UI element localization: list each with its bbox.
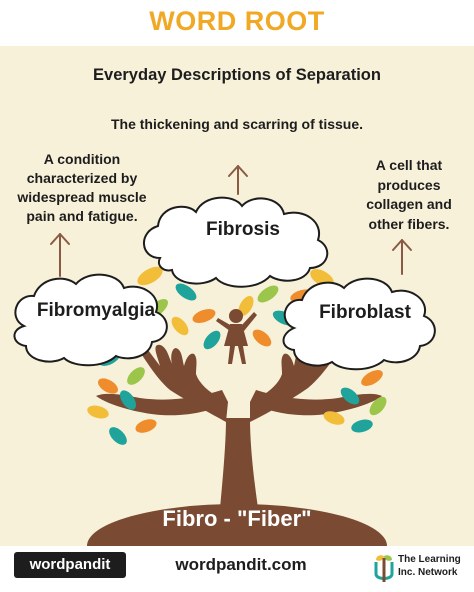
definition-line: A condition xyxy=(43,151,121,167)
header: WORD ROOT xyxy=(0,0,474,46)
leaf-icon xyxy=(203,330,221,350)
definition-line: characterized by xyxy=(26,170,138,186)
definition-fibrosis: The thickening and scarring of tissue. xyxy=(110,116,364,132)
network-line: The Learning xyxy=(398,554,461,565)
root-label: Fibro - "Fiber" xyxy=(162,506,312,531)
leaf-icon xyxy=(87,405,109,419)
tree-illustration xyxy=(13,165,436,546)
leaf-icon xyxy=(192,309,216,323)
leaf-icon xyxy=(120,390,136,410)
definition-line: pain and fatigue. xyxy=(26,208,138,224)
learning-network-icon xyxy=(374,555,394,582)
tree-trunk xyxy=(220,418,258,508)
site-link[interactable]: wordpandit.com xyxy=(175,555,307,574)
root-banner xyxy=(88,510,386,546)
word-fibromyalgia: Fibromyalgia xyxy=(36,300,156,321)
cloud-fibrosis xyxy=(143,196,329,288)
leaf-icon xyxy=(137,266,163,286)
leaf-icon xyxy=(98,378,118,394)
subtitle: Everyday Descriptions of Separation xyxy=(93,66,381,84)
definition-line: other fibers. xyxy=(368,215,450,232)
network-line: Inc. Network xyxy=(398,567,458,578)
definition-line: A cell that xyxy=(375,157,443,173)
arrows xyxy=(50,165,412,277)
leaf-icon xyxy=(135,419,157,433)
word-fibrosis: Fibrosis xyxy=(206,219,280,240)
cloud-fibromyalgia xyxy=(13,273,168,367)
leaf-icon xyxy=(351,419,373,433)
leaf-icon xyxy=(369,396,387,416)
wordpandit-logo[interactable]: wordpandit xyxy=(14,552,126,578)
definition-fibromyalgia: A condition characterized by widespread … xyxy=(2,150,162,226)
logo-text: wordpandit xyxy=(29,556,111,573)
cloud-fibroblast xyxy=(282,277,436,371)
definition-line: produces xyxy=(377,176,441,193)
leaf-icon xyxy=(109,427,127,445)
leaf-icon xyxy=(361,370,383,386)
page-title: WORD ROOT xyxy=(149,6,325,36)
leaf-icon xyxy=(323,411,345,425)
word-fibroblast: Fibroblast xyxy=(319,302,411,323)
arrow-up-icon xyxy=(50,233,70,277)
definition-fibroblast: A cell that produces collagen and other … xyxy=(346,156,472,234)
leaf-icon xyxy=(340,387,360,405)
definition-line: widespread muscle xyxy=(17,189,147,205)
arrow-up-icon xyxy=(392,239,412,275)
definition-line: collagen and xyxy=(366,196,452,212)
leaf-icon xyxy=(171,316,189,336)
leaf-icon xyxy=(238,296,254,316)
child-figure-icon xyxy=(216,309,257,364)
leaf-icon xyxy=(127,367,145,385)
leaf-icon xyxy=(257,285,279,303)
arrow-up-icon xyxy=(228,165,248,195)
network-name: The Learning Inc. Network xyxy=(398,553,470,579)
leaf-icon xyxy=(252,329,272,347)
leaf-icon xyxy=(175,283,197,301)
